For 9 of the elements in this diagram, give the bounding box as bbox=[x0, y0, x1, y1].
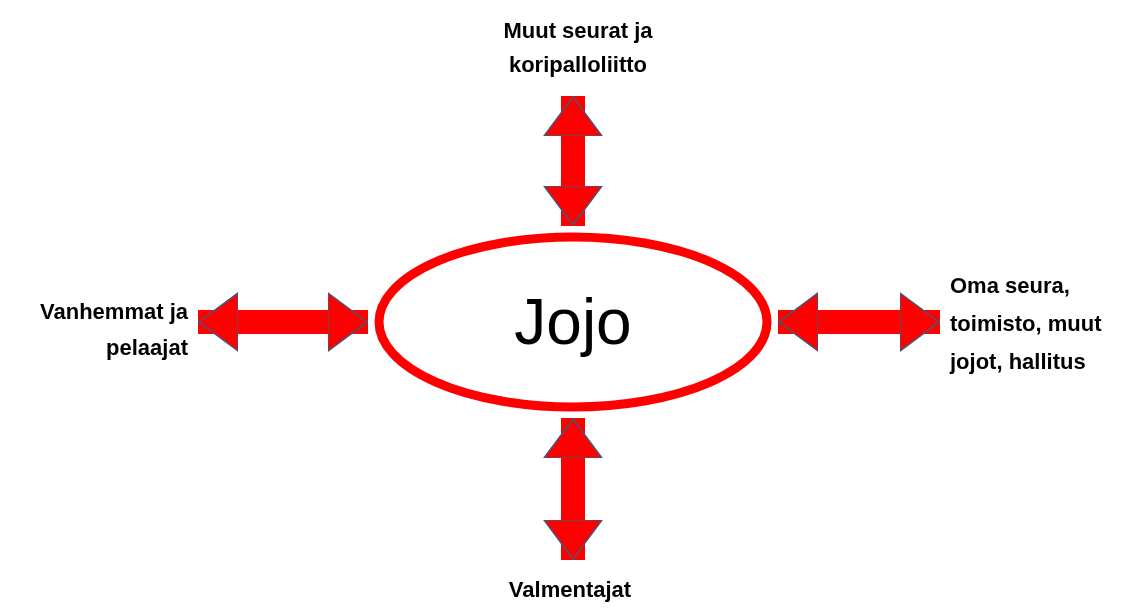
node-label: Valmentajat bbox=[470, 570, 670, 608]
double-arrow bbox=[543, 418, 603, 560]
node-label: Oma seura, toimisto, muut jojot, hallitus bbox=[950, 246, 1120, 402]
ellipse-node: Jojo bbox=[374, 232, 772, 412]
double-arrow bbox=[778, 292, 940, 352]
node-label: Muut seurat ja koripalloliitto bbox=[478, 10, 678, 86]
double-arrow bbox=[198, 292, 368, 352]
double-arrow bbox=[543, 96, 603, 226]
node-label: Vanhemmat ja pelaajat bbox=[8, 292, 188, 368]
